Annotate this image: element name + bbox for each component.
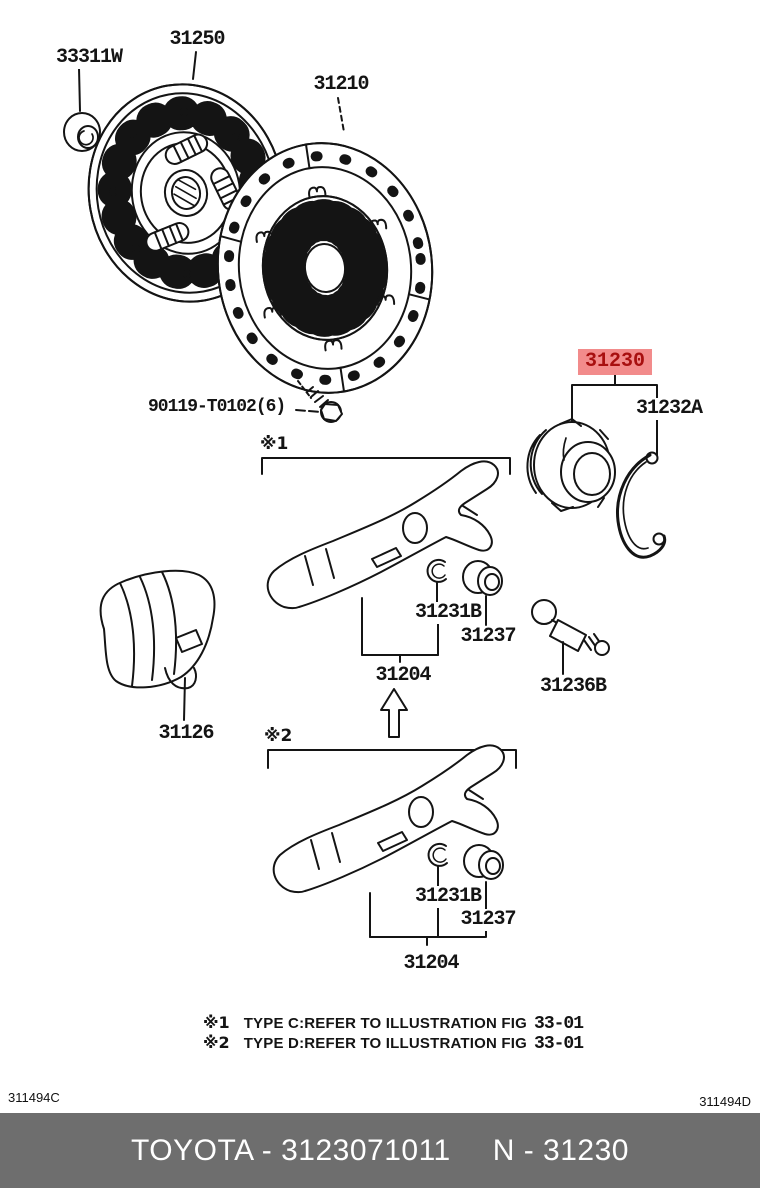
ref-mark-2: ※2 <box>264 726 293 746</box>
set-bolt-drawing <box>295 380 343 423</box>
ref-mark-1: ※1 <box>260 434 289 454</box>
drawing-code-right: 311494D <box>699 1094 751 1109</box>
part-label-31204-2: 31204 <box>402 952 460 975</box>
footer-title-brand-number: TOYOTA - 3123071011 <box>131 1133 451 1167</box>
part-label-31236B: 31236B <box>538 675 607 698</box>
footnote-type-d: ※2 TYPE D:REFER TO ILLUSTRATION FIG 33-0… <box>203 1033 584 1054</box>
footnote-ref: ※1 <box>203 1013 230 1032</box>
part-label-31237-1: 31237 <box>459 625 517 648</box>
boot-drawing <box>99 569 216 721</box>
part-label-31250: 31250 <box>168 28 226 51</box>
part-label-31232A: 31232A <box>634 397 703 420</box>
drawing-code-left: 311494C <box>8 1090 60 1105</box>
footnote-text: TYPE D:REFER TO ILLUSTRATION FIG <box>243 1035 528 1052</box>
footer-title-bar: TOYOTA - 3123071011 N - 31230 <box>0 1113 760 1188</box>
part-label-31231B-1: 31231B <box>413 601 482 624</box>
pivot-bolt-drawing <box>531 599 610 675</box>
part-label-31210: 31210 <box>312 73 370 96</box>
section-1-drawing <box>261 457 511 663</box>
release-bearing-drawing <box>526 374 658 512</box>
clutch-cover-drawing <box>216 97 434 394</box>
footnote-type-c: ※1 TYPE C:REFER TO ILLUSTRATION FIG 33-0… <box>203 1013 584 1034</box>
part-label-31230-highlighted: 31230 <box>577 349 653 375</box>
part-label-31237-2: 31237 <box>459 908 517 931</box>
part-label-33311W: 33311W <box>54 46 123 69</box>
footnote-ref: ※2 <box>203 1033 230 1052</box>
footer-title-part-number: N - 31230 <box>492 1133 629 1167</box>
part-label-31204-1: 31204 <box>374 664 432 687</box>
type-arrow-icon <box>380 688 408 738</box>
footnote-text: TYPE C:REFER TO ILLUSTRATION FIG <box>243 1015 528 1032</box>
part-label-90119-T0102: 90119-T0102(6) <box>147 397 286 417</box>
footnote-fig: 33-01 <box>534 1014 584 1034</box>
grommet-drawing <box>63 67 101 152</box>
part-label-31126: 31126 <box>157 722 215 745</box>
footnote-fig: 33-01 <box>534 1034 584 1054</box>
retainer-clip-drawing <box>616 451 667 559</box>
part-label-31231B-2: 31231B <box>413 885 482 908</box>
